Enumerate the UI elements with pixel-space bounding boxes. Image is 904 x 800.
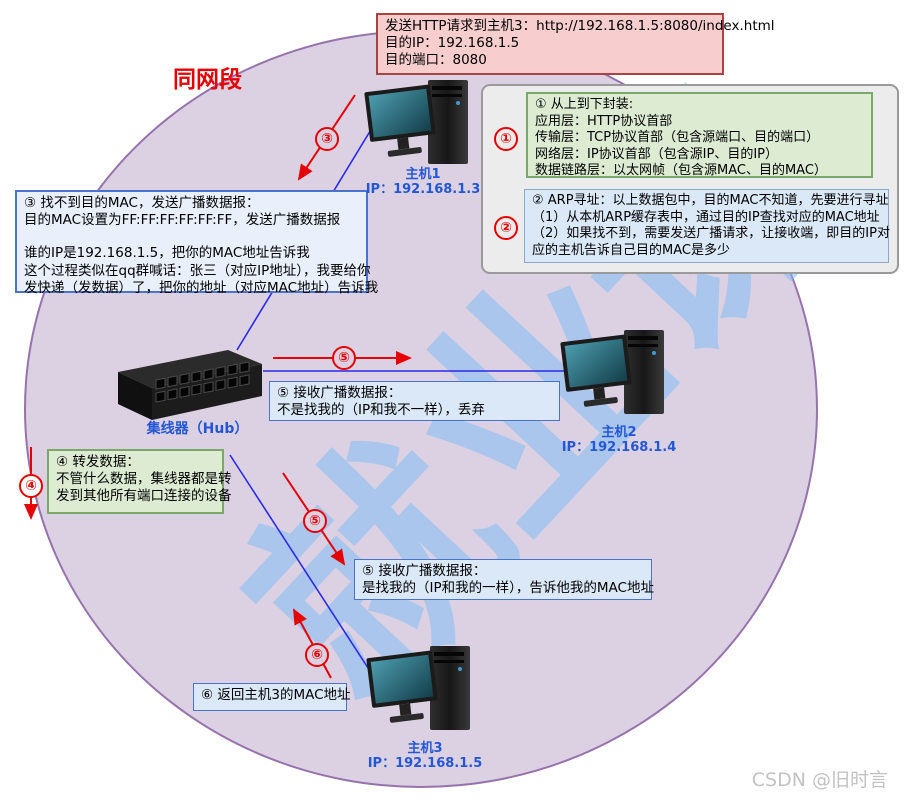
step2-marker: ② (494, 216, 518, 240)
hub-icon (110, 334, 268, 424)
host3-receive-line: 是找我的（IP和我的一样），告诉他我的MAC地址 (362, 580, 654, 597)
encapsulation-box: ① 从上到下封装: 应用层：HTTP协议首部 传输层：TCP协议首部（包含源端口… (526, 92, 873, 178)
broadcast-line: 谁的IP是192.168.1.5，把你的MAC地址告诉我 (24, 245, 310, 262)
broadcast-line: 这个过程类似在qq群喊话：张三（对应IP地址），我要给你 (24, 262, 371, 279)
encapsulation-line: 传输层：TCP协议首部（包含源端口、目的端口） (535, 130, 820, 145)
step4-marker: ④ (19, 474, 43, 498)
step6-marker: ⑥ (305, 643, 329, 667)
host1-name: 主机1 (405, 167, 441, 182)
host3-receive-box: ⑤ 接收广播数据报： 是找我的（IP和我的一样），告诉他我的MAC地址 (354, 559, 654, 600)
forward-line: 发到其他所有端口连接的设备 (56, 488, 232, 505)
request-line: 目的端口：8080 (385, 52, 487, 69)
encapsulation-line: ① 从上到下封装: (535, 97, 634, 112)
host1-icon (362, 76, 484, 172)
host3-receive-line: ⑤ 接收广播数据报： (362, 563, 487, 579)
http-request-box: 发送HTTP请求到主机3：http://192.168.1.5:8080/ind… (376, 13, 775, 75)
forward-line: ④ 转发数据： (56, 454, 140, 470)
arp-box: ② ARP寻址：以上数据包中，目的MAC不知道，先要进行寻址 （1）从本机ARP… (524, 189, 890, 263)
host3-ip: IP：192.168.1.5 (367, 756, 483, 771)
host2-icon (558, 326, 680, 422)
return-mac-box: ⑥ 返回主机3的MAC地址 (193, 683, 351, 711)
broadcast-line: 发快递（发数据）了，把你的地址（对应MAC地址）告诉我 (24, 279, 379, 296)
broadcast-line: 目的MAC设置为FF:FF:FF:FF:FF:FF，发送广播数据报 (24, 212, 341, 229)
step5-host2-marker: ⑤ (332, 346, 356, 370)
host2-receive-line: ⑤ 接收广播数据报： (277, 385, 402, 401)
arp-line: ② ARP寻址：以上数据包中，目的MAC不知道，先要进行寻址 (532, 193, 889, 208)
step5-host3-marker: ⑤ (303, 509, 327, 533)
hub-label: 集线器（Hub） (146, 421, 249, 437)
host3-name: 主机3 (407, 741, 443, 756)
return-mac-line: ⑥ 返回主机3的MAC地址 (201, 687, 351, 703)
encapsulation-line: 数据链路层：以太网帧（包含源MAC、目的MAC） (535, 163, 827, 178)
request-line: 发送HTTP请求到主机3：http://192.168.1.5:8080/ind… (385, 18, 775, 34)
broadcast-line: ③ 找不到目的MAC，发送广播数据报： (24, 195, 260, 211)
broadcast-note-box: ③ 找不到目的MAC，发送广播数据报： 目的MAC设置为FF:FF:FF:FF:… (15, 190, 378, 296)
cable-hub-host3 (229, 454, 382, 689)
forward-note-box: ④ 转发数据： 不管什么数据，集线器都是转 发到其他所有端口连接的设备 (47, 449, 232, 514)
csdn-watermark: CSDN @旧时言 (751, 769, 888, 791)
request-line: 目的IP：192.168.1.5 (385, 35, 520, 52)
host2-receive-line: 不是找我的（IP和我不一样），丢弃 (277, 402, 485, 419)
host2-receive-box: ⑤ 接收广播数据报： 不是找我的（IP和我不一样），丢弃 (269, 381, 560, 421)
step3-marker: ③ (315, 127, 339, 151)
encapsulation-line: 应用层：HTTP协议首部 (535, 113, 673, 129)
host2-ip: IP：192.168.1.4 (561, 440, 677, 455)
host1-ip: IP：192.168.1.3 (365, 182, 481, 197)
step1-marker: ① (494, 127, 518, 151)
arp-line: 应的主机告诉自己目的MAC是多少 (532, 242, 730, 258)
host3-icon (364, 642, 486, 738)
encapsulation-line: 网络层：IP协议首部（包含源IP、目的IP） (535, 146, 779, 162)
forward-line: 不管什么数据，集线器都是转 (56, 471, 232, 488)
segment-label: 同网段 (173, 67, 242, 93)
host2-name: 主机2 (601, 425, 637, 440)
broadcast-line (24, 229, 359, 245)
arp-line: （1）从本机ARP缓存表中，通过目的IP查找对应的MAC地址 (532, 209, 880, 225)
arp-line: （2）如果找不到，需要发送广播请求，让接收端，即目的IP对 (532, 226, 890, 241)
